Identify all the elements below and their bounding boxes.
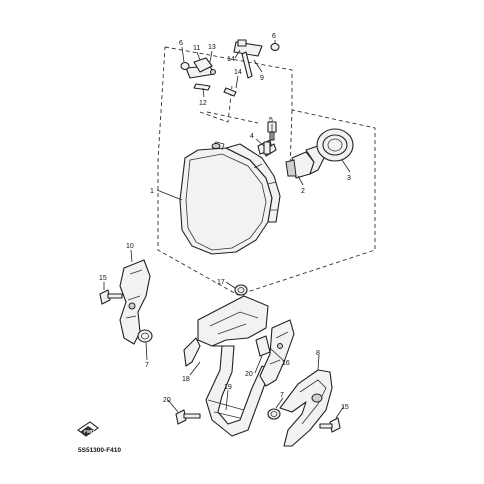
callout-16: 16 [282,360,290,367]
callout-14-mid: 14 [234,69,242,76]
leader-lines [103,40,351,419]
right-small-bracket [259,319,295,387]
forward-direction-badge: FWD [77,421,99,437]
callout-10: 10 [126,243,134,250]
assembly-dashed-outlines [157,46,376,296]
left-bracket [99,259,153,345]
callout-13: 13 [208,44,216,51]
callout-3: 3 [347,175,351,182]
callout-11: 11 [193,45,200,52]
callout-2: 2 [301,188,305,195]
callout-9: 9 [260,75,264,82]
center-bracket [175,284,271,437]
callout-15-left: 15 [99,275,107,282]
callout-14-top: 14 [227,56,235,63]
callout-5: 5 [269,117,273,124]
callout-15-right: 15 [341,404,349,411]
callout-19: 19 [224,384,232,391]
headlight-unit [179,141,281,255]
callout-8: 8 [316,350,320,357]
fwd-label: FWD [84,429,95,434]
callout-17: 17 [217,279,225,286]
callout-7-right: 7 [280,392,284,399]
callout-18: 18 [182,376,190,383]
callout-6-right: 6 [272,33,276,40]
callout-12: 12 [199,100,207,107]
bulb-and-socket [257,121,354,179]
diagram-code: 5S51300-F410 [78,447,121,454]
callout-20-bottom: 20 [163,397,171,404]
callout-labels: 6 11 13 14 6 9 14 12 1 4 5 2 3 10 15 7 1… [99,33,351,411]
callout-20-mid: 20 [245,371,253,378]
callout-6-left: 6 [179,40,183,47]
callout-4: 4 [250,133,254,140]
right-cover [267,369,341,447]
top-bracket-assembly [180,39,280,97]
callout-7-left: 7 [145,362,149,369]
callout-1: 1 [150,188,154,195]
